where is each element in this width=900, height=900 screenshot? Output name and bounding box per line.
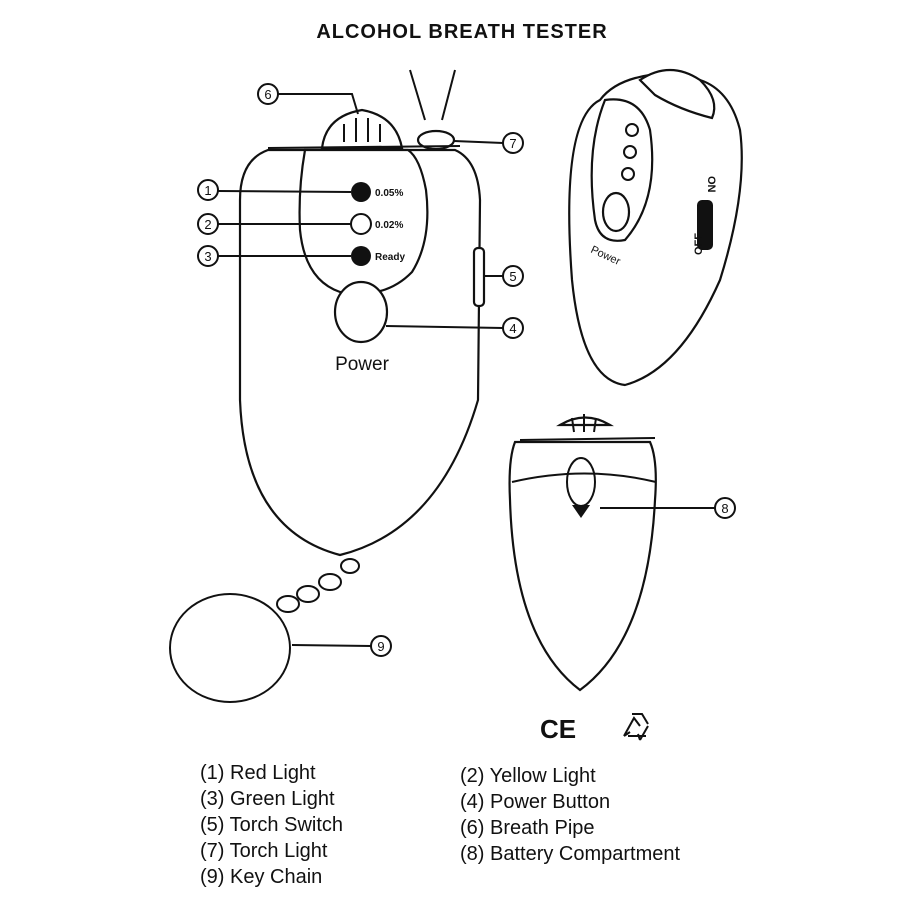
legend: (1) Red Light (3) Green Light (5) Torch … [200, 762, 681, 888]
legend-item: (1) Red Light [200, 762, 316, 784]
power-button [335, 282, 387, 342]
chain-link [319, 574, 341, 590]
legend-item: (6) Breath Pipe [460, 817, 595, 839]
callout-number: 9 [377, 639, 384, 654]
key-ring [170, 594, 290, 702]
side-off-label: OFF [693, 233, 705, 255]
indicator-label: 0.02% [375, 220, 403, 231]
torch-beam-line [410, 70, 425, 120]
yellow-light [351, 214, 371, 234]
front-view: 0.05% 0.02% Ready Power [240, 70, 484, 555]
chain-link [277, 596, 299, 612]
ce-mark: CE [540, 714, 576, 744]
callout-number: 3 [204, 249, 211, 264]
side-view: Power ON OFF [569, 70, 742, 385]
indicator-label: Ready [375, 252, 405, 263]
torch-beam-line [442, 70, 455, 120]
power-label: Power [335, 354, 390, 375]
recycle-icon [624, 714, 648, 740]
callout-number: 1 [204, 183, 211, 198]
indicator-label: 0.05% [375, 188, 403, 199]
side-on-label: ON [705, 176, 717, 193]
green-light [351, 246, 371, 266]
callout-number: 2 [204, 217, 211, 232]
breath-pipe [322, 110, 402, 148]
callout-number: 7 [509, 136, 516, 151]
leader-line [218, 191, 351, 192]
callout-number: 5 [509, 269, 516, 284]
back-view [510, 414, 656, 690]
legend-item: (3) Green Light [200, 788, 335, 810]
legend-item: (9) Key Chain [200, 866, 322, 888]
legend-item: (5) Torch Switch [200, 814, 343, 836]
key-chain [170, 559, 359, 702]
callout-number: 6 [264, 87, 271, 102]
leader-line [292, 645, 371, 646]
back-body [510, 442, 656, 690]
legend-item: (2) Yellow Light [460, 765, 596, 787]
torch-switch [474, 248, 484, 306]
side-body [569, 75, 742, 385]
leader-line [278, 94, 358, 114]
leader-line [454, 141, 503, 143]
red-light [351, 182, 371, 202]
side-power-button [603, 193, 629, 231]
diagram-title: ALCOHOL BREATH TESTER [316, 21, 607, 43]
chain-link [341, 559, 359, 573]
legend-item: (7) Torch Light [200, 840, 328, 862]
legend-item: (4) Power Button [460, 791, 610, 813]
chain-link [297, 586, 319, 602]
callout-number: 8 [721, 501, 728, 516]
back-rim [520, 438, 655, 440]
legend-item: (8) Battery Compartment [460, 843, 681, 865]
callout-number: 4 [509, 321, 516, 336]
